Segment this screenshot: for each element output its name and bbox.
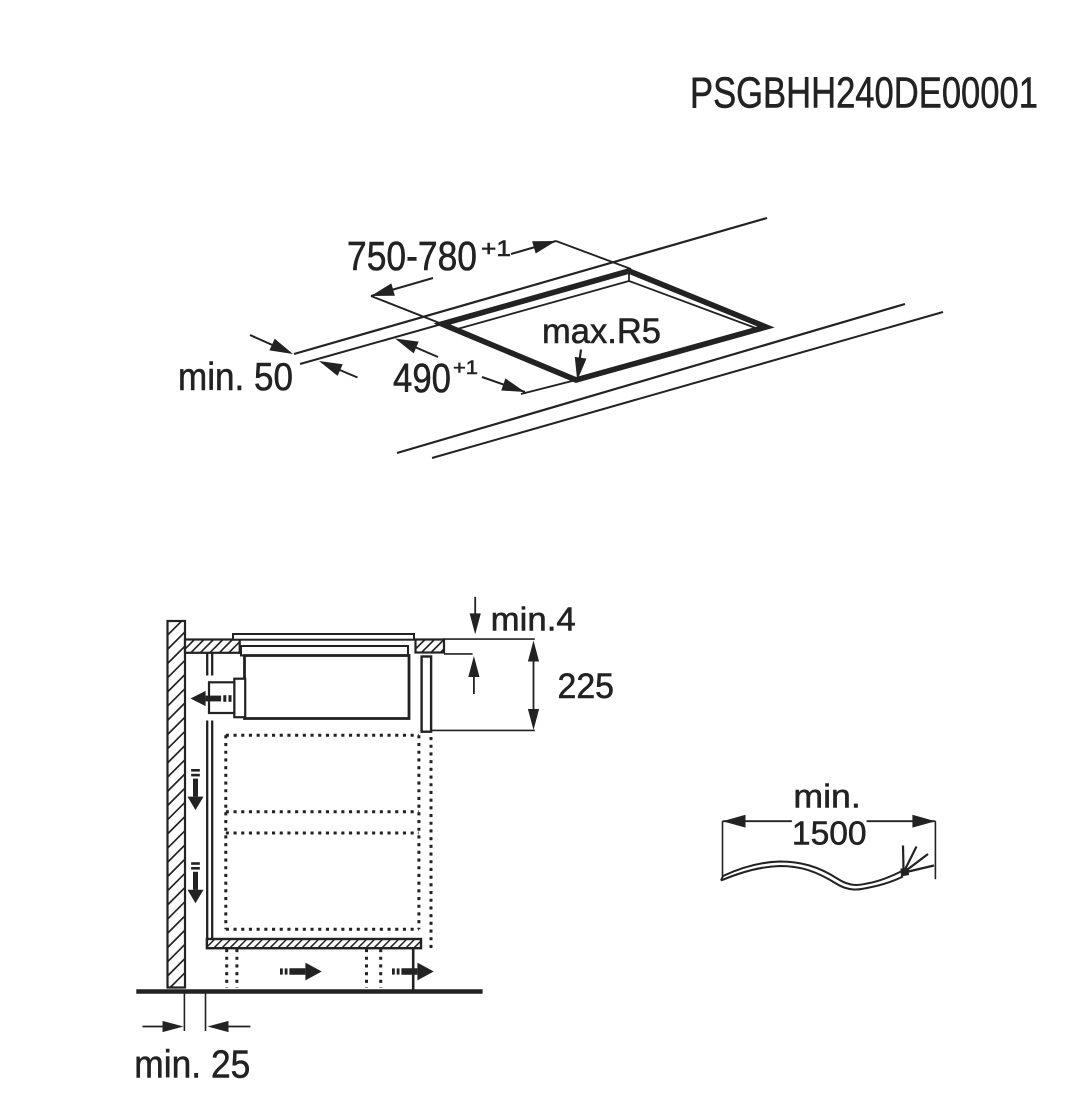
svg-text:PSGBHH240DE00001: PSGBHH240DE00001	[690, 70, 1038, 118]
svg-text:max.R5: max.R5	[542, 311, 661, 351]
svg-text:490: 490	[393, 355, 451, 401]
svg-text:750-780: 750-780	[347, 233, 477, 279]
svg-text:225: 225	[558, 667, 615, 706]
svg-text:+1: +1	[481, 236, 511, 261]
svg-text:min. 25: min. 25	[134, 1043, 250, 1086]
svg-text:1500: 1500	[792, 816, 867, 853]
svg-text:+1: +1	[453, 358, 478, 379]
svg-text:min. 50: min. 50	[178, 356, 293, 399]
svg-text:min.4: min.4	[491, 601, 576, 638]
svg-text:min.: min.	[793, 778, 860, 815]
